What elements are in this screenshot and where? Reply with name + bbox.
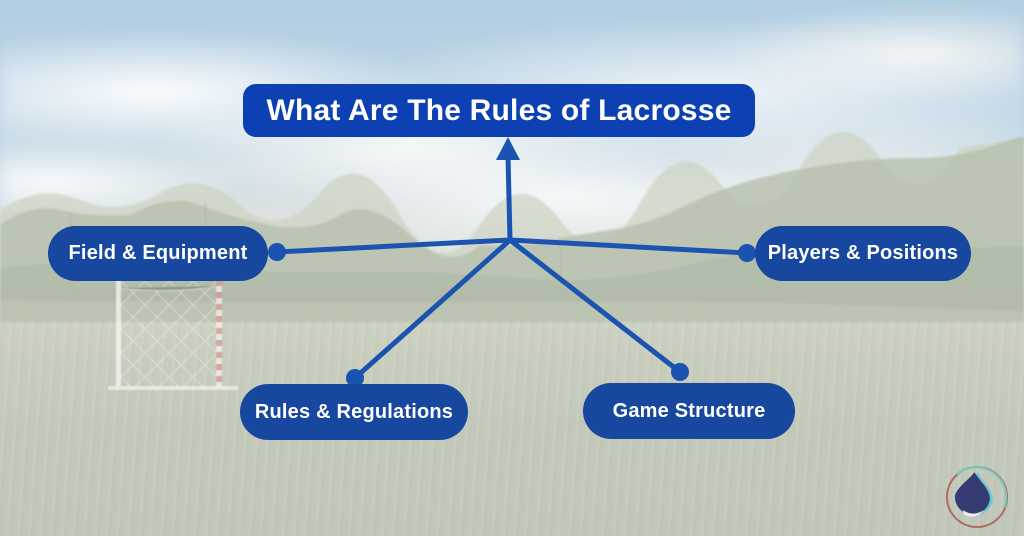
node-field-equipment: Field & Equipment	[48, 226, 268, 281]
grass-texture	[0, 300, 1024, 536]
logo-drop	[955, 472, 990, 515]
logo-ring-teal	[956, 466, 1008, 509]
droplet-logo	[942, 462, 1012, 532]
diagram-title: What Are The Rules of Lacrosse	[243, 84, 755, 137]
node-label: Players & Positions	[767, 242, 959, 264]
node-label: Game Structure	[612, 399, 766, 422]
node-label: Field & Equipment	[68, 242, 248, 264]
node-game-structure: Game Structure	[583, 383, 795, 439]
connector-lines	[274, 153, 750, 381]
node-players-positions: Players & Positions	[755, 226, 971, 281]
logo-swoosh	[963, 509, 985, 517]
node-rules-regulations: Rules & Regulations	[240, 384, 468, 440]
node-label: Rules & Regulations	[254, 400, 454, 423]
connector-dots	[268, 243, 756, 387]
diagram-title-label: What Are The Rules of Lacrosse	[266, 93, 732, 127]
arrow-up-icon	[496, 137, 520, 160]
grass-field	[0, 286, 1024, 536]
